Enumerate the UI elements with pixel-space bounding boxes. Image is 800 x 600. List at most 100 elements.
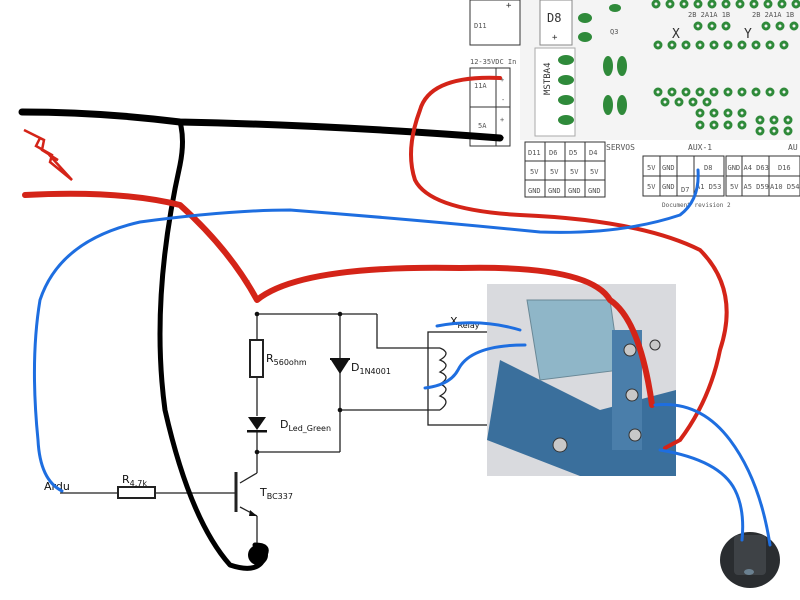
label: A4 D63 [744,164,769,172]
diagram-shape [552,437,568,453]
servos-label: SERVOS [606,143,635,152]
diagram-shape [603,56,613,76]
d8-label: D8 [547,11,561,25]
label: GND [728,164,741,172]
pcb-label: + [506,1,512,11]
diagram-shape [653,87,663,97]
diagram-shape [681,87,691,97]
label: D7 [681,186,689,194]
diagram-shape [651,0,661,9]
relay-coil [438,347,447,411]
resistor-560-symbol [249,339,264,378]
label: R [122,473,130,486]
label: D5 [569,149,577,157]
blue-wire-relay-a [435,321,522,332]
diagram-shape [737,87,747,97]
label: X [450,315,458,328]
pcb-pads [558,4,627,125]
led-symbol [248,417,266,430]
label: GND [548,187,561,195]
aux-label: AU [788,143,798,152]
diagram-shape [558,55,574,65]
diagram-shape [707,0,717,9]
pcb-label: + [500,116,504,124]
diagram-shape [578,13,592,23]
diagram-shape [623,343,637,357]
transistor-label: TBC337 [259,486,293,501]
red-wire-supply [22,190,655,408]
label: D4 [589,149,597,157]
diagram-shape [247,430,267,433]
label: GND [588,187,601,195]
label: 5V [647,183,656,191]
diode-symbol [331,360,349,374]
label: R [266,352,274,365]
diagram-shape [765,87,775,97]
d8-box [539,0,573,46]
diagram-shape [649,339,661,351]
diagram-shape [337,407,343,413]
label: A1 D53 [696,183,721,191]
diagram-shape [775,21,785,31]
diagram-shape [779,40,789,50]
diagram-shape [783,115,793,125]
rocker-switch-photo [720,532,780,588]
label: BC337 [267,492,293,501]
diagram-shape [709,108,719,118]
diagram-shape [761,21,771,31]
diagram-shape [721,0,731,9]
label: 1N4001 [359,367,390,376]
diagram-shape [737,40,747,50]
label: 4,7k [130,479,148,488]
diagram-shape [603,95,613,115]
diagram-shape [578,32,592,42]
diagram-shape [695,87,705,97]
y-driver-label: Y [744,27,752,42]
diagram-shape [679,0,689,9]
diagram-shape [617,56,627,76]
diagram-shape [558,115,574,125]
blue-wire-switch-b [658,448,745,542]
label: Led_Green [288,424,331,433]
diagram-shape [674,97,684,107]
diagram-shape [702,97,712,107]
relay-photo [487,284,676,476]
label: A5 D59 [744,183,769,191]
diagram-shape [755,126,765,136]
diagram-shape [734,535,766,575]
document-revision: Document revision 2 [662,202,731,209]
diagram-shape [723,87,733,97]
diagram-shape [552,339,661,453]
label: GND [662,183,675,191]
diagram-shape [721,21,731,31]
diagram-shape [769,126,779,136]
diagram-shape [625,388,639,402]
diagram-shape [723,120,733,130]
fuse-11a-label: 11A [474,82,487,90]
power-input-label: 12-35VDC In [470,58,516,66]
label: D8 [704,164,712,172]
label: 5V [647,164,656,172]
label: D [351,361,359,374]
diagram-shape [763,0,773,9]
label: Relay [458,321,480,330]
diagram-shape [667,87,677,97]
label: GND [528,187,541,195]
diagram-shape [617,95,627,115]
aux2-header-table: GND A4 D63 D16 5V A5 D59 A10 D54 [725,155,800,197]
diagram-shape [695,120,705,130]
pcb-vias [651,0,800,136]
aux1-label: AUX-1 [688,143,712,152]
x-driver-label: X [672,27,680,42]
diagram-shape [653,40,663,50]
diagram-shape [628,428,642,442]
diagram-shape [695,108,705,118]
label: T [259,486,267,499]
diagram-shape [693,0,703,9]
diagram-shape [744,569,754,575]
diagram-shape [609,4,621,12]
label: GND [568,187,581,195]
schematic [60,313,491,545]
